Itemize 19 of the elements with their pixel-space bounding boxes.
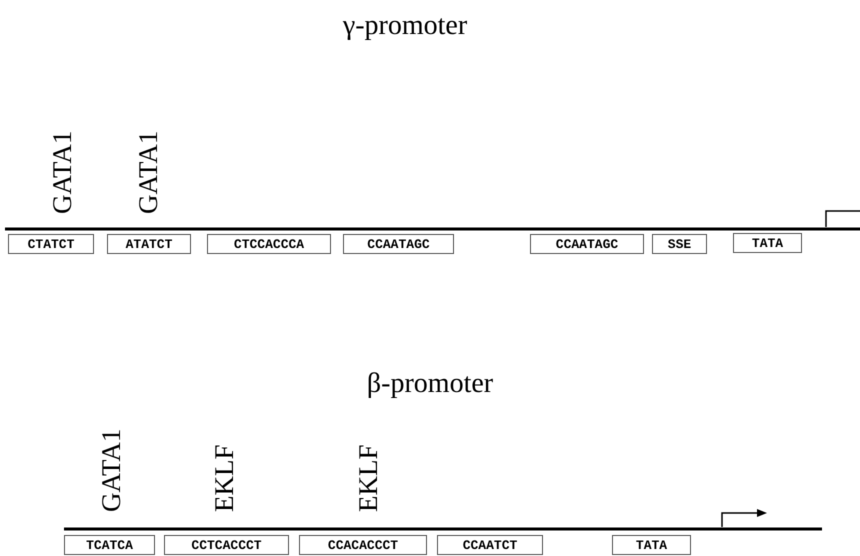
- sequence-box: CCTCACCCT: [164, 535, 289, 555]
- factor-label: GATA1: [134, 130, 162, 214]
- factor-label: GATA1: [48, 130, 76, 214]
- sequence-box: SSE: [652, 234, 707, 254]
- sequence-box: CCAATAGC: [343, 234, 454, 254]
- sequence-box: CCAATAGC: [530, 234, 644, 254]
- sequence-box: CCACACCCT: [299, 535, 427, 555]
- sequence-box: TATA: [733, 233, 802, 253]
- factor-label: GATA1: [97, 428, 125, 512]
- sequence-box: TATA: [612, 535, 691, 555]
- sequence-box: CTATCT: [8, 234, 94, 254]
- sequence-box: CTCCACCCA: [207, 234, 331, 254]
- factor-label: EKLF: [354, 444, 382, 512]
- promoter-heading: β-promoter: [366, 370, 494, 398]
- factor-label: EKLF: [210, 444, 238, 512]
- sequence-box: ATATCT: [107, 234, 191, 254]
- sequence-box: CCAATCT: [437, 535, 543, 555]
- sequence-box: TCATCA: [64, 535, 155, 555]
- promoter-heading: γ-promoter: [342, 12, 468, 40]
